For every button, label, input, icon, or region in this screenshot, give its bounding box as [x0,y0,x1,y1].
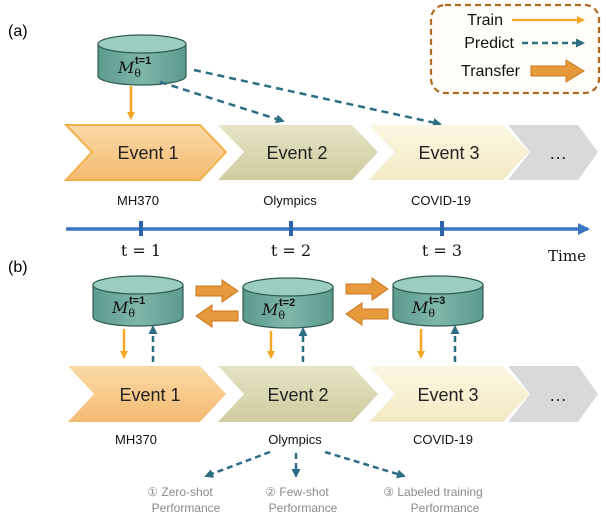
model-b-2-subscript: θ [278,309,285,322]
model-a-subscript: θ [134,67,141,80]
timeline: t = 1 t = 2 t = 3 Time [66,221,590,265]
model-b-1-superscript: t=1 [129,295,145,307]
svg-text:Mθ: Mθ [117,58,141,80]
svg-text:Mθ: Mθ [411,298,435,320]
event-a-2-caption: Olympics [263,193,317,208]
legend-predict-label: Predict [464,35,514,52]
event-b-1-label: Event 1 [119,385,180,405]
legend-box: Train Predict Transfer [429,3,601,95]
event-a-3-caption: COVID-19 [411,193,471,208]
model-cylinder-a: Mθ t=1 [97,34,187,86]
timeline-tick-label-1: t = 1 [121,241,161,260]
model-a-superscript: t=1 [135,55,151,67]
event-b-3-label: Event 3 [417,385,478,405]
transfer-arrow-2-to-1 [195,304,239,328]
svg-text:Mθ: Mθ [111,298,135,320]
timeline-tick-1 [139,221,143,236]
event-chevron-b-1: Event 1 [68,366,226,422]
model-a-symbol: M [117,58,135,77]
event-b-more-label: … [549,385,567,405]
model-b-3-subscript: θ [428,307,435,320]
performance-arrow-zero-shot [204,450,271,478]
panel-a-label: (a) [8,23,28,40]
legend-transfer-arrow [530,59,585,83]
event-a-1-caption: MH370 [117,193,159,208]
panel-b-label: (b) [8,259,28,276]
transfer-arrow-3-to-2 [345,302,389,326]
timeline-tick-3 [440,221,444,236]
legend-transfer-label: Transfer [461,63,521,80]
svg-text:Mθ: Mθ [261,300,285,322]
performance-labeled-line1: ③ Labeled training [383,485,483,499]
legend-train-label: Train [467,12,503,29]
event-a-3-label: Event 3 [418,143,479,163]
performance-zero-shot-line1: ① Zero-shot [147,485,213,499]
event-a-more-label: … [549,143,567,163]
event-chevron-a-3: Event 3 [369,125,529,180]
transfer-arrow-1-to-2 [195,279,239,303]
model-b-2-superscript: t=2 [279,297,295,309]
event-chevron-b-2: Event 2 [218,366,378,422]
predict-arrow-a-event3 [193,68,442,127]
timeline-label: Time [548,247,586,265]
event-chevron-b-more: … [508,366,598,422]
model-b-1-symbol: M [111,298,129,317]
timeline-tick-label-2: t = 2 [271,241,311,260]
predict-arrow-a-event2 [159,80,285,124]
event-chevron-a-1: Event 1 [63,124,228,181]
event-b-1-caption: MH370 [115,432,157,447]
event-chevron-b-3: Event 3 [369,366,529,422]
model-cylinder-b-2: Mθ t=2 [242,277,334,329]
model-b-3-symbol: M [411,298,429,317]
performance-zero-shot-line2: Performance [152,501,221,515]
model-cylinder-b-1: Mθ t=1 [92,275,184,327]
event-a-1-label: Event 1 [117,143,178,163]
event-b-2-label: Event 2 [267,385,328,405]
timeline-tick-2 [289,221,293,236]
event-chevron-a-2: Event 2 [218,125,378,180]
performance-labeled-line2: Performance [411,501,480,515]
performance-few-shot-line2: Performance [269,501,338,515]
model-b-2-symbol: M [261,300,279,319]
event-b-3-caption: COVID-19 [413,432,473,447]
model-b-3-superscript: t=3 [429,295,445,307]
event-chevron-a-more: … [508,125,598,180]
transfer-arrow-2-to-3 [345,277,389,301]
event-a-2-label: Event 2 [266,143,327,163]
model-cylinder-b-3: Mθ t=3 [392,275,484,327]
timeline-tick-label-3: t = 3 [422,241,462,260]
model-b-1-subscript: θ [128,307,135,320]
performance-arrow-labeled [324,450,406,479]
performance-few-shot-line1: ② Few-shot [265,485,329,499]
event-b-2-caption: Olympics [268,432,322,447]
